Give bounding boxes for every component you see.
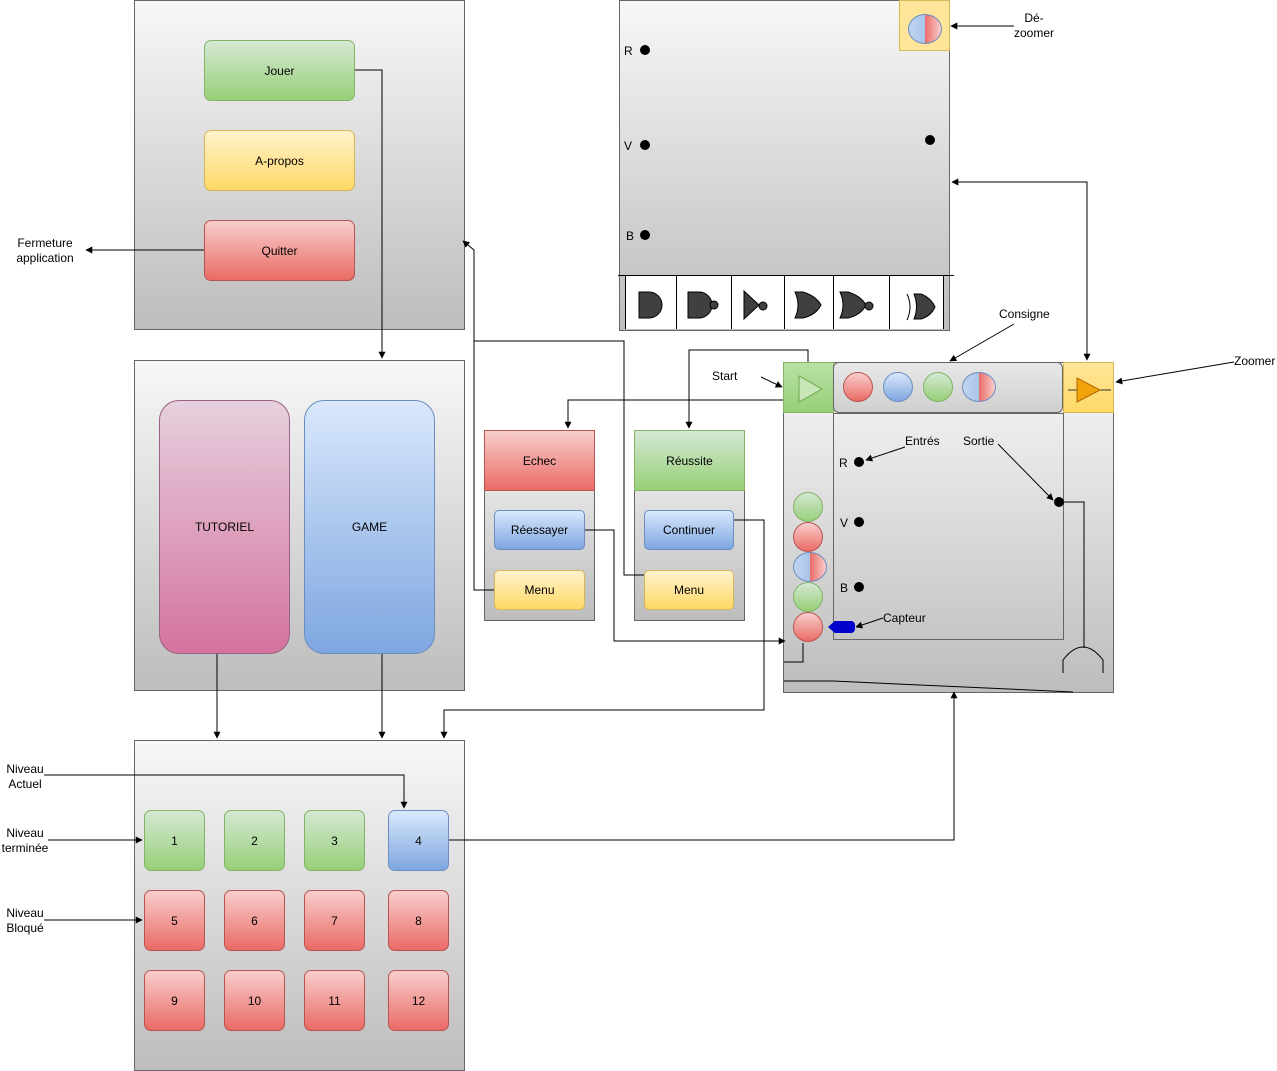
sensor-green-circle-2 — [793, 582, 823, 612]
level-button-5[interactable]: 5 — [144, 890, 205, 951]
input-label-b-zoomed: B — [626, 229, 635, 243]
zoom-note-arrow — [1115, 361, 1235, 385]
level-button-8[interactable]: 8 — [388, 890, 449, 951]
quit-button[interactable]: Quitter — [204, 220, 355, 281]
zoom-icon — [1068, 377, 1111, 403]
gameplay-panel — [783, 362, 1114, 693]
input-pin-r-zoomed[interactable] — [640, 45, 650, 55]
gate-toolbar-cell-nand[interactable] — [676, 276, 731, 329]
instruction-note-arrow — [949, 323, 1015, 362]
zoom-button[interactable] — [1063, 362, 1114, 413]
level-button-12[interactable]: 12 — [388, 970, 449, 1031]
sensor-blue-red-circle — [793, 552, 827, 582]
gate-toolbar-cell-xor[interactable] — [889, 276, 944, 329]
zoom-note: Zoomer — [1234, 354, 1276, 368]
inputs-note: Entrés — [905, 434, 940, 448]
play-icon — [798, 375, 824, 403]
level-button-3[interactable]: 3 — [304, 810, 365, 871]
game-button[interactable]: GAME — [304, 400, 435, 654]
play-button[interactable]: Jouer — [204, 40, 355, 101]
level-button-7[interactable]: 7 — [304, 890, 365, 951]
instruction-blue-circle — [883, 372, 913, 402]
instruction-red-circle — [843, 372, 873, 402]
level-button-2[interactable]: 2 — [224, 810, 285, 871]
circuit-board[interactable] — [833, 413, 1064, 640]
input-pin-v[interactable] — [854, 517, 864, 527]
input-label-r-zoomed: R — [624, 44, 633, 58]
level-button-10[interactable]: 10 — [224, 970, 285, 1031]
fail-title: Echec — [484, 430, 595, 491]
unzoom-icon — [908, 14, 942, 44]
continue-button[interactable]: Continuer — [644, 510, 734, 550]
sensor-note: Capteur — [883, 611, 926, 625]
gate-toolbar-cell-nor[interactable] — [833, 276, 889, 329]
instruction-green-circle — [923, 372, 953, 402]
start-button[interactable] — [783, 362, 834, 413]
unzoom-note: Dé-zoomer — [1013, 11, 1054, 40]
current-level-note: Niveau Actuel — [6, 762, 44, 791]
level-button-1[interactable]: 1 — [144, 810, 205, 871]
completed-level-note: Niveau terminée — [1, 826, 49, 855]
level-button-11[interactable]: 11 — [304, 970, 365, 1031]
instruction-blue-red-circle — [962, 372, 996, 402]
level-button-4[interactable]: 4 — [388, 810, 449, 871]
level-button-6[interactable]: 6 — [224, 890, 285, 951]
start-note: Start — [712, 369, 738, 383]
gate-toolbar-cell-not[interactable] — [731, 276, 784, 329]
output-pin-zoomed[interactable] — [925, 135, 935, 145]
level-to-game-arrow — [449, 691, 958, 841]
input-label-v-zoomed: V — [624, 139, 633, 153]
zoom-link-arrow — [951, 178, 1091, 361]
success-menu-button[interactable]: Menu — [644, 570, 734, 610]
start-note-arrow — [760, 376, 783, 388]
gate-toolbar-top-line — [618, 275, 954, 276]
start-to-fail-arrow — [564, 399, 783, 429]
retry-button[interactable]: Réessayer — [494, 510, 585, 550]
unzoom-button[interactable] — [899, 0, 950, 51]
fail-menu-button[interactable]: Menu — [494, 570, 585, 610]
input-pin-b-zoomed[interactable] — [640, 230, 650, 240]
tutorial-button[interactable]: TUTORIEL — [159, 400, 290, 654]
input-pin-v-zoomed[interactable] — [640, 140, 650, 150]
output-note: Sortie — [963, 434, 995, 448]
close-app-note: Fermeture application — [16, 236, 74, 265]
sensor-marker-icon — [828, 621, 855, 633]
input-label-b: B — [840, 581, 849, 595]
sensor-green-circle — [793, 492, 823, 522]
output-pin[interactable] — [1054, 497, 1064, 507]
success-title: Réussite — [634, 430, 745, 491]
sensor-red-circle — [793, 522, 823, 552]
input-label-v: V — [840, 516, 849, 530]
instruction-note: Consigne — [999, 307, 1050, 321]
about-button[interactable]: A-propos — [204, 130, 355, 191]
level-button-9[interactable]: 9 — [144, 970, 205, 1031]
sensor-red-circle-2 — [793, 612, 823, 642]
locked-level-note: Niveau Bloqué — [6, 906, 44, 935]
gate-toolbar-cell-and[interactable] — [625, 276, 676, 329]
input-pin-b[interactable] — [854, 582, 864, 592]
input-pin-r[interactable] — [854, 457, 864, 467]
gate-toolbar-cell-or[interactable] — [784, 276, 833, 329]
input-label-r: R — [839, 456, 848, 470]
